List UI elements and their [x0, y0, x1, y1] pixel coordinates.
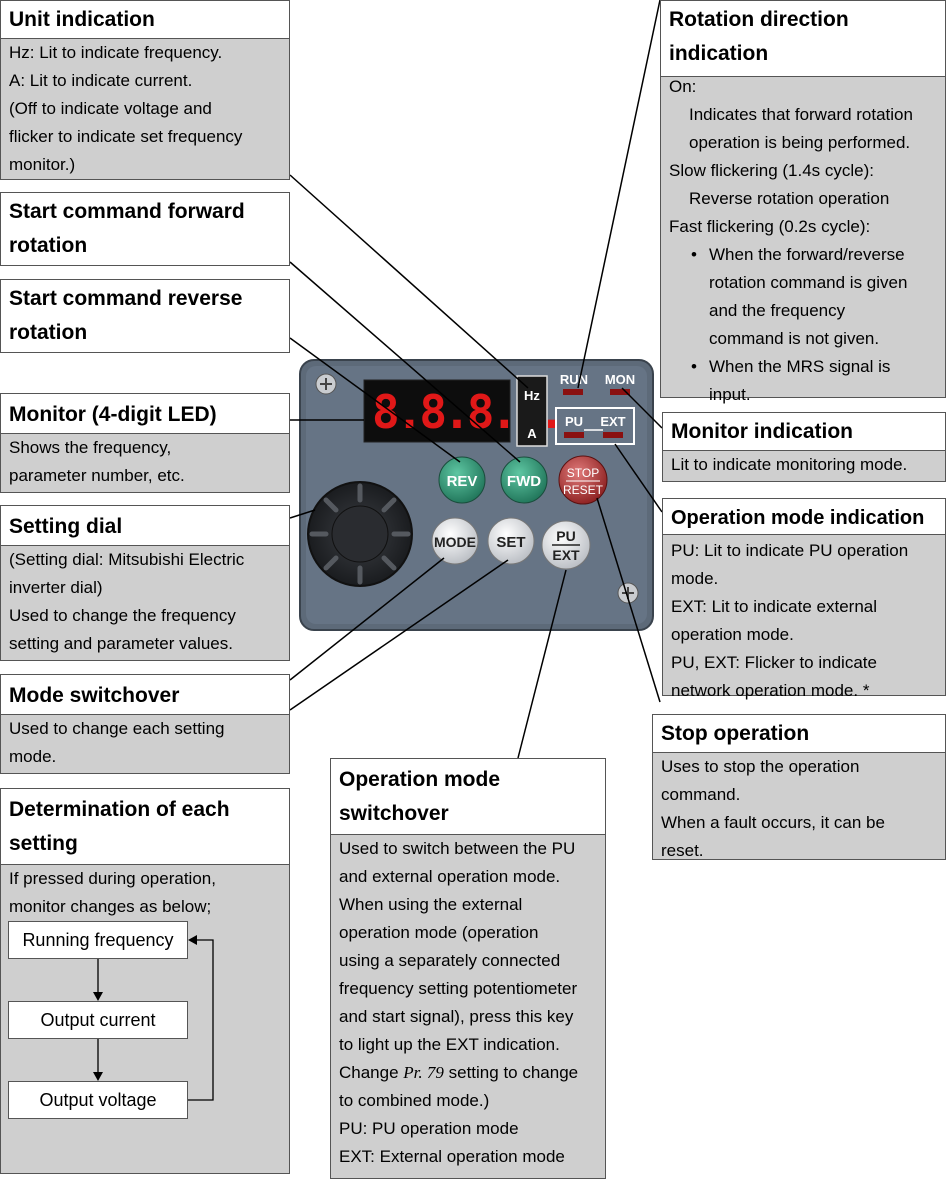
setting-dial [307, 481, 413, 587]
callout-unit-indication: Unit indication Hz: Lit to indicate freq… [0, 0, 290, 180]
callout-stop-operation: Stop operation Uses to stop the operatio… [652, 714, 946, 860]
callout-mode-switchover: Mode switchover Used to change each sett… [0, 674, 290, 774]
flow-running-frequency: Running frequency [8, 921, 188, 959]
leader-lines [289, 0, 663, 759]
mon-label: MON [605, 372, 635, 387]
callout-monitor-indication: Monitor indication Lit to indicate monit… [662, 412, 946, 482]
svg-text:MODE: MODE [434, 534, 476, 550]
svg-text:STOP: STOP [567, 466, 599, 480]
screw-icon [617, 582, 639, 604]
bullet-icon: • [691, 245, 697, 264]
callout-operation-mode-switchover: Operation mode switchover Used to switch… [330, 758, 606, 1179]
callout-start-reverse: Start command reverse rotation [0, 279, 290, 353]
ext-label: EXT [600, 414, 625, 429]
parameter-ref: Pr. 79 [403, 1063, 444, 1082]
flow-arrows [93, 935, 214, 1101]
set-button [487, 517, 535, 565]
callout-title: Unit indication [9, 8, 155, 31]
svg-text:FWD: FWD [507, 473, 541, 490]
fwd-button [500, 456, 548, 504]
rev-button [438, 456, 486, 504]
hz-indicator: Hz [524, 388, 540, 403]
bullet-icon: • [691, 357, 697, 376]
stop-reset-button [558, 455, 608, 505]
callout-determination: Determination of each setting If pressed… [0, 788, 290, 1174]
a-indicator: A [527, 426, 537, 441]
run-label: RUN [560, 372, 588, 387]
svg-text:RESET: RESET [563, 483, 604, 497]
mode-button [431, 517, 479, 565]
flow-output-voltage: Output voltage [8, 1081, 188, 1119]
pu-label: PU [565, 414, 583, 429]
svg-text:SET: SET [496, 534, 525, 551]
svg-text:EXT: EXT [552, 547, 580, 563]
svg-text:PU: PU [556, 528, 575, 544]
screw-icon [315, 373, 337, 395]
svg-text:REV: REV [447, 473, 478, 490]
flow-output-current: Output current [8, 1001, 188, 1039]
callout-setting-dial: Setting dial (Setting dial: Mitsubishi E… [0, 505, 290, 661]
callout-rotation-direction: Rotation direction indication On: Indica… [660, 0, 946, 404]
callout-start-forward: Start command forward rotation [0, 192, 290, 266]
callout-operation-mode-indication: Operation mode indication PU: Lit to ind… [662, 498, 946, 700]
callout-monitor-led: Monitor (4-digit LED) Shows the frequenc… [0, 393, 290, 493]
